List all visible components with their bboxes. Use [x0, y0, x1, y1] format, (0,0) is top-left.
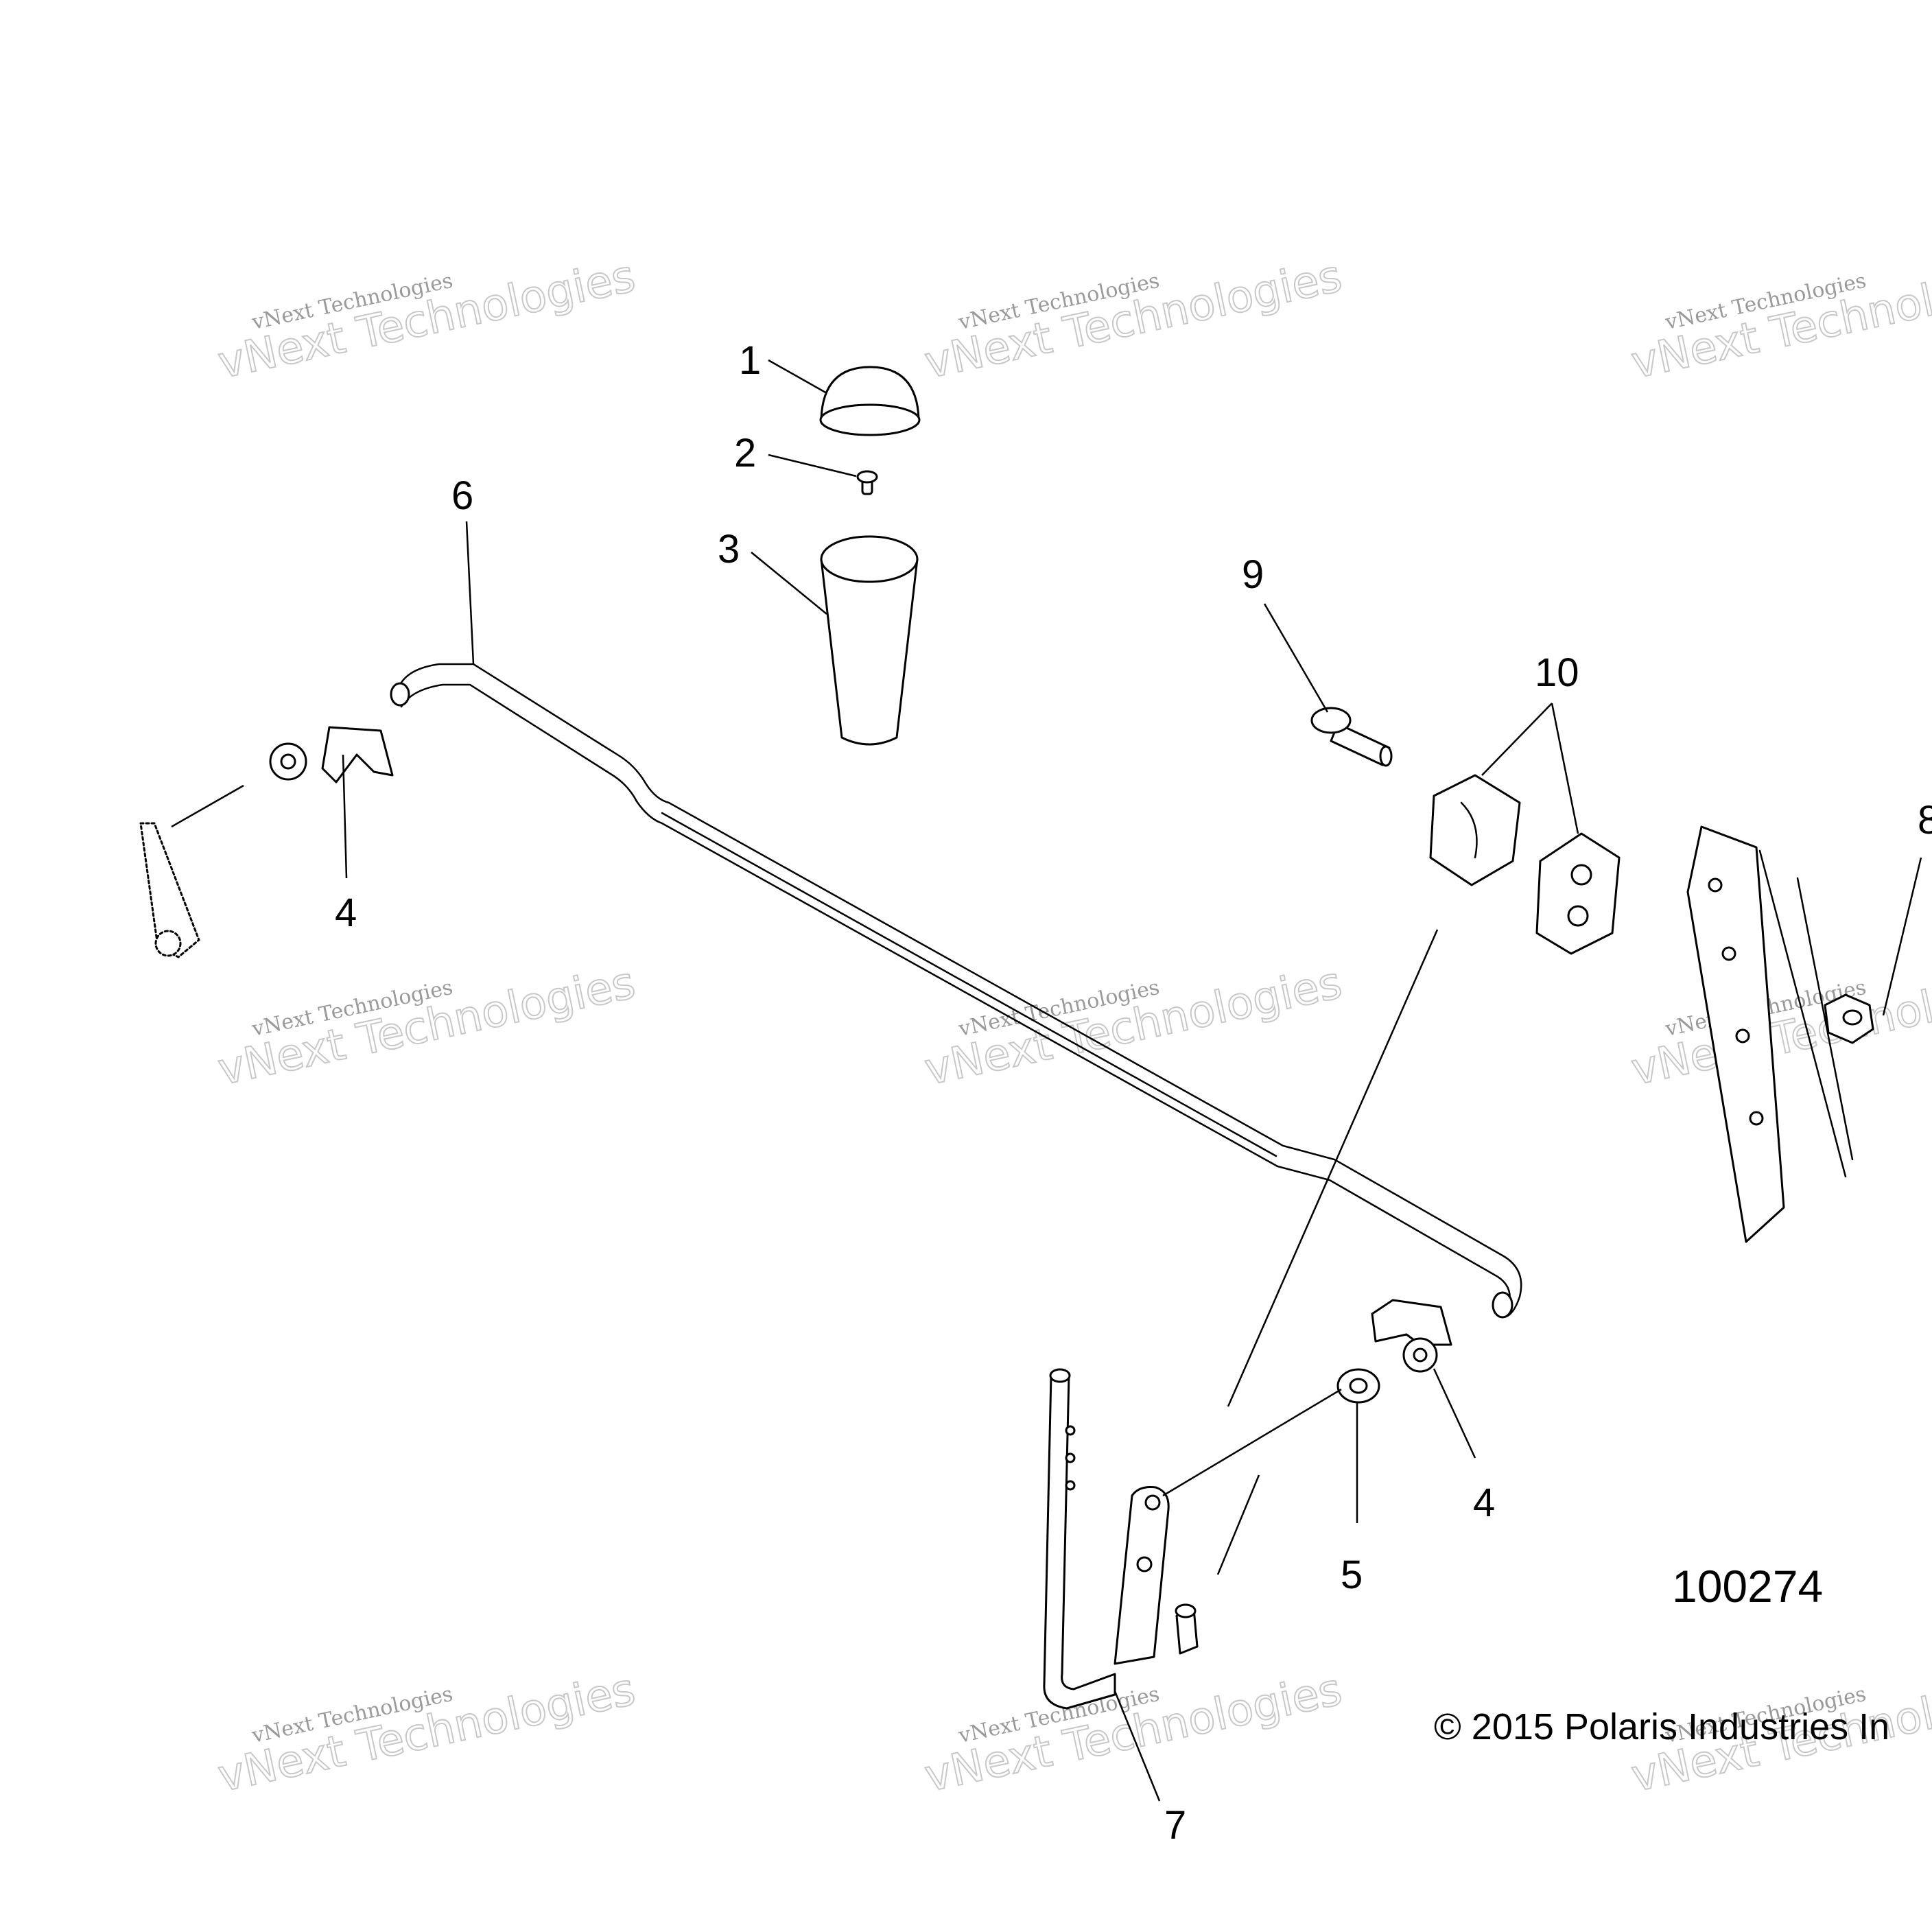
leader-10b: [1551, 703, 1579, 834]
shift-knob-body: [820, 558, 919, 746]
lever-top: [1049, 1368, 1071, 1383]
clip-nut-center: [280, 753, 296, 770]
leader-4-left-a: [342, 754, 348, 879]
callout-8: 8: [1918, 798, 1932, 843]
leader-7: [1114, 1690, 1161, 1802]
lever-hole: [1065, 1452, 1076, 1463]
clip-body: [1371, 1299, 1452, 1346]
watermark: vNext Technologies vNext Technologies: [1627, 250, 1932, 390]
shift-rod-end-right: [1492, 1291, 1513, 1319]
screw-head: [856, 470, 878, 484]
shift-rod-seam: [661, 812, 1277, 1157]
callout-9: 9: [1242, 552, 1264, 597]
bracket-hole: [1708, 877, 1723, 893]
leader-4-left-b: [171, 784, 244, 828]
leader-1: [768, 359, 827, 394]
clip-part-4-left: [139, 726, 394, 958]
link-arm: [139, 822, 200, 958]
nut-bore: [1842, 1009, 1863, 1026]
watermark: vNext Technologies vNext Technologies: [920, 957, 1347, 1096]
callout-10: 10: [1535, 650, 1579, 695]
watermark: vNext Technologies vNext Technologies: [1627, 957, 1932, 1096]
bracket-hole: [1735, 1028, 1750, 1044]
bushing-right-hole: [1570, 864, 1592, 886]
bolt-head: [1310, 707, 1352, 734]
leader-10a: [1481, 703, 1553, 776]
callout-4-right: 4: [1473, 1481, 1495, 1525]
leader-6: [465, 521, 475, 665]
shift-rod-outline: [397, 663, 1522, 1319]
shift-rod-outline-lower: [400, 683, 1511, 1319]
bolt-part-9: [1310, 707, 1393, 767]
drawing-number: 100274: [1672, 1561, 1823, 1612]
watermark: vNext Technologies vNext Technologies: [920, 1664, 1347, 1803]
leader-lines: [171, 359, 1922, 1802]
lever-plate-hole: [1136, 1556, 1153, 1572]
watermark: vNext Technologies vNext Technologies: [213, 1664, 640, 1803]
watermark: vNext Technologies vNext Technologies: [920, 250, 1347, 390]
lever-shaft: [1043, 1374, 1116, 1710]
leader-2: [768, 453, 857, 478]
callout-1: 1: [739, 338, 761, 383]
shift-rod-end-left: [390, 682, 410, 707]
lever-pin-end: [1175, 1603, 1197, 1618]
bracket-edge: [1796, 877, 1854, 1161]
knob-cap-rim: [819, 403, 921, 436]
callout-3: 3: [718, 527, 740, 572]
knob-cap-part-1: [819, 366, 921, 436]
callout-7: 7: [1164, 1803, 1186, 1848]
lever-hole: [1065, 1425, 1076, 1436]
leader-9: [1263, 603, 1329, 713]
shift-knob-part-3: [820, 535, 919, 746]
callout-2: 2: [734, 431, 756, 475]
copyright-notice: © 2015 Polaris Industries In: [1434, 1706, 1889, 1747]
shift-knob-opening: [820, 535, 919, 583]
callout-4-left: 4: [335, 891, 357, 935]
washer-part-5: [1336, 1368, 1380, 1404]
leader-8: [1882, 857, 1922, 1016]
watermark: vNext Technologies vNext Technologies: [213, 250, 640, 390]
clip-part-4-right: [1371, 1299, 1452, 1373]
shift-rod-part-6: [390, 663, 1522, 1319]
shift-lever-part-7: [1043, 1368, 1199, 1710]
lever-hole: [1065, 1480, 1076, 1491]
leader-lever-washer: [1162, 1388, 1342, 1497]
clip-body: [321, 726, 394, 784]
screw-part-2: [856, 470, 878, 495]
leader-bushing-lever: [1227, 929, 1439, 1407]
link-arm-nut: [154, 930, 182, 957]
bushing-left-groove: [1460, 801, 1478, 859]
washer-inner: [1349, 1378, 1368, 1394]
bushing-right: [1535, 832, 1621, 955]
leader-3: [751, 552, 827, 615]
watermark: vNext Technologies vNext Technologies: [213, 957, 640, 1096]
knob-cap-dome: [820, 366, 920, 420]
bushing-part-10: [1429, 774, 1621, 955]
nut-part-8: [1824, 993, 1874, 1044]
callout-5: 5: [1341, 1553, 1363, 1597]
leader-4-right: [1433, 1368, 1476, 1459]
bushing-right-hole: [1567, 905, 1589, 927]
clip-nut-center: [1413, 1347, 1428, 1363]
callouts: 1 2 3 6 9 10 4 8 5 4 7: [335, 338, 1932, 1848]
mounting-bracket: [1686, 825, 1854, 1243]
leader-pin-link: [1216, 1474, 1260, 1575]
bolt-tip: [1379, 745, 1393, 767]
lever-plate-hole: [1144, 1494, 1161, 1511]
bracket-hole: [1749, 1111, 1764, 1126]
bracket-edge: [1758, 849, 1847, 1178]
callout-6: 6: [451, 473, 473, 518]
bracket-hole: [1721, 946, 1736, 961]
lever-plate: [1114, 1486, 1170, 1665]
